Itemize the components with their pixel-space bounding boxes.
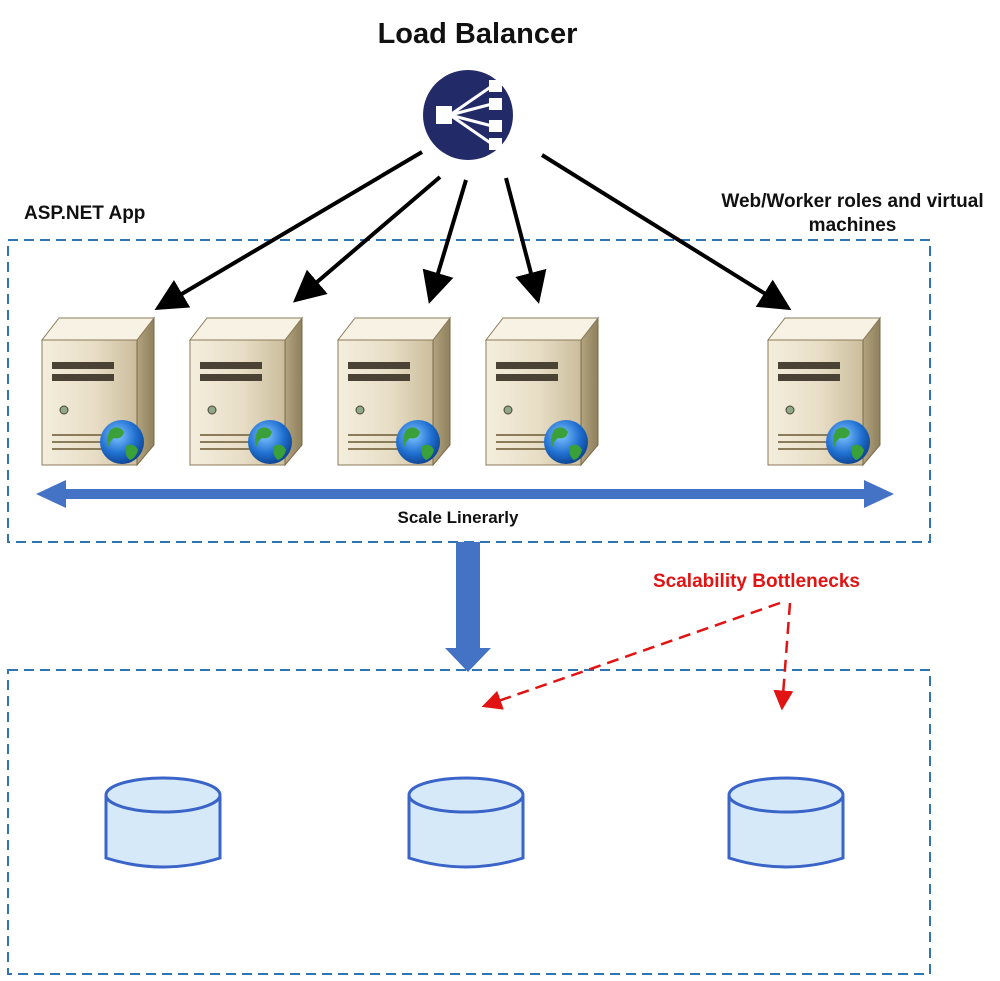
bottleneck-arrows: [481, 601, 794, 711]
database-cylinder-icon: [407, 776, 525, 869]
load-balancer-icon: [423, 70, 513, 160]
arrow-to-server-4: [504, 177, 547, 304]
database-cylinder-icon: [727, 776, 845, 869]
globe-icon: [396, 420, 440, 464]
page-title: Load Balancer: [377, 18, 578, 50]
bottleneck-label: Scalability Bottlenecks: [653, 571, 860, 592]
arrow-to-server-5: [540, 153, 792, 311]
server-icon: [484, 316, 600, 467]
globe-icon: [100, 420, 144, 464]
down-arrow: [445, 542, 491, 672]
bottleneck-arrow-relational: [481, 601, 781, 710]
scale-label: Scale Linerarly: [397, 508, 519, 527]
data-tier-border: [7, 669, 931, 975]
roles-label: Web/Worker roles and virtual machines: [721, 191, 984, 236]
arrow-to-server-1: [154, 150, 424, 311]
database-cylinder-icon: [104, 776, 222, 869]
server-icon: [336, 316, 452, 467]
globe-icon: [826, 420, 870, 464]
arrow-to-server-3: [422, 179, 468, 304]
bottleneck-arrow-session: [773, 602, 794, 711]
server-icon: [40, 316, 156, 467]
scale-arrow: [36, 480, 894, 508]
server-icon: [188, 316, 304, 467]
globe-icon: [248, 420, 292, 464]
arrow-to-server-2: [292, 175, 442, 303]
balancer-arrows: [154, 150, 792, 311]
server-icon: [766, 316, 882, 467]
globe-icon: [544, 420, 588, 464]
app-group-label: ASP.NET App: [24, 203, 146, 224]
